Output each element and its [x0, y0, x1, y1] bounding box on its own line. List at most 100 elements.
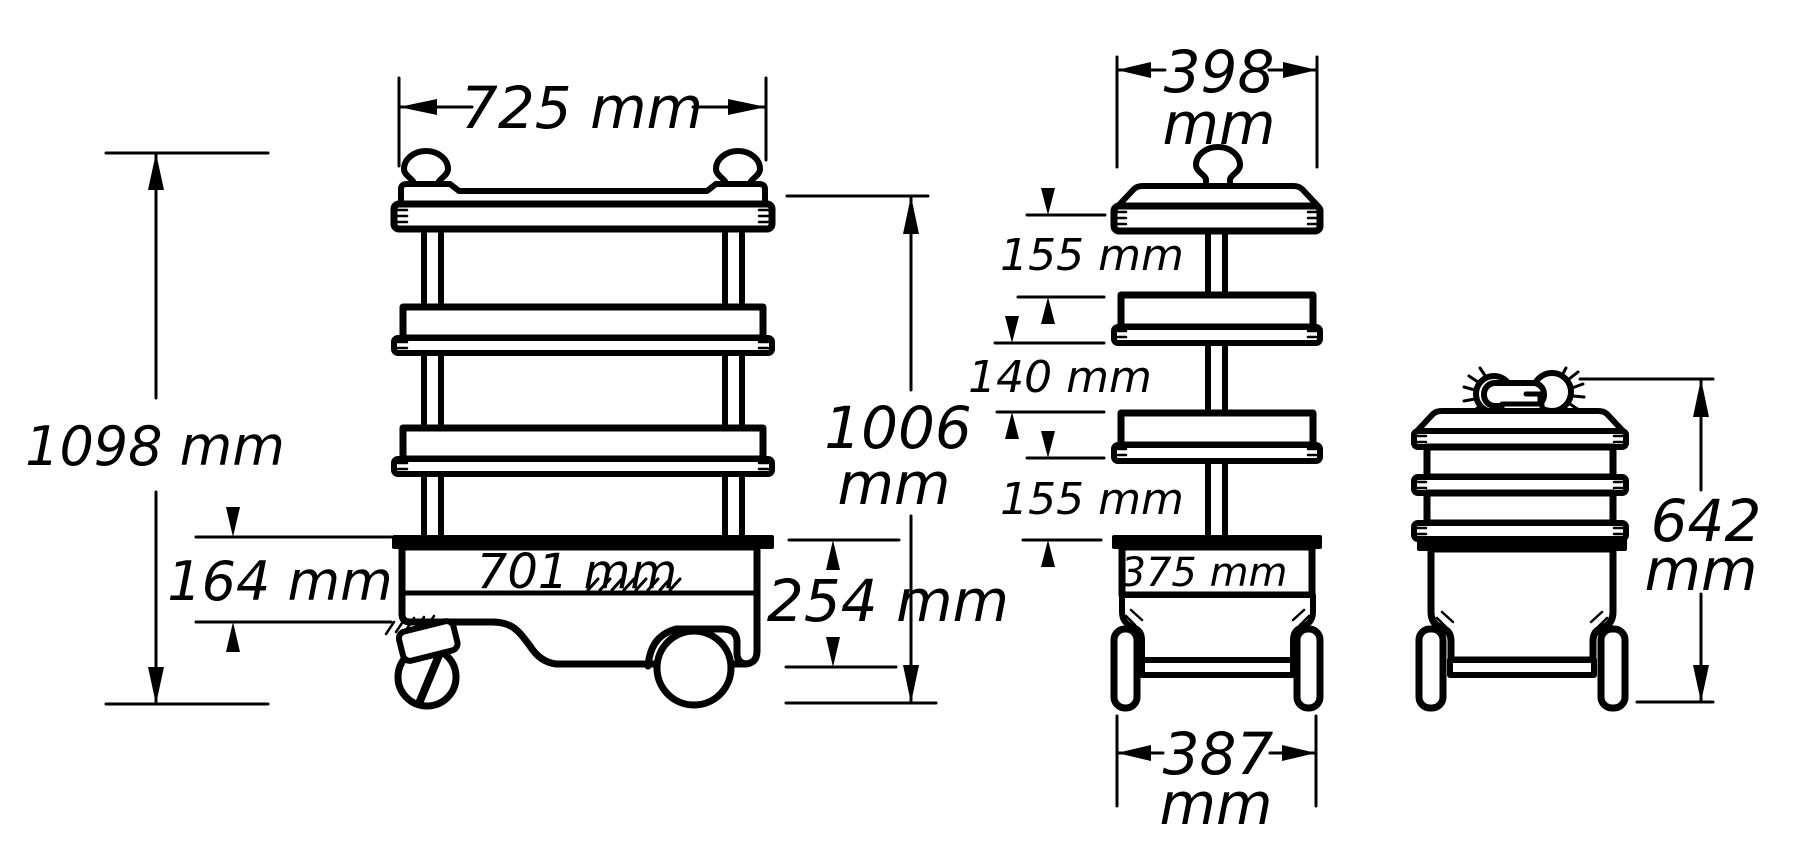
folded-view: 642 mm: [1411, 366, 1762, 712]
folded-right-wheel: [1597, 625, 1629, 712]
caster-plate: [395, 618, 461, 664]
dim-label-base-inner-width: 701 mm: [477, 544, 677, 600]
front-wheel-fender: [644, 625, 750, 670]
folded-tray-3: [1411, 520, 1629, 542]
tray-serration-marks: [1416, 480, 1624, 490]
side-top-plate: [1115, 183, 1321, 209]
corner-hatch-marks: [1124, 608, 1311, 627]
dim-label-top-width: 725 mm: [461, 74, 703, 142]
arrow-right-icon: [1283, 62, 1317, 78]
front-shelf2-box: [399, 303, 767, 342]
knob-icon: [1193, 144, 1243, 189]
arrow-up-icon: [903, 196, 919, 234]
tray-serration-marks: [1116, 447, 1318, 457]
dim-label-gap-bottom: 155 mm: [1000, 474, 1184, 525]
folded-axle-rail: [1447, 657, 1597, 678]
dim-label-base-section-height: 254 mm: [767, 567, 1009, 635]
dim-label-base-height: 164 mm: [167, 550, 392, 613]
folded-left-wheel: [1415, 625, 1447, 712]
base-tread-hatch: [586, 577, 682, 592]
tray-serration-marks: [396, 340, 770, 350]
side-right-wheel: [1293, 625, 1324, 712]
front-shelf3-tray: [391, 456, 775, 477]
arrow-up-icon: [148, 153, 164, 190]
front-view: 701 mm 725 mm 1098 mm: [25, 74, 1009, 710]
dim-label-shelf-top-height-value: 1006: [824, 394, 972, 462]
dim-shelf-top-height-1006: 1006 mm: [784, 194, 972, 705]
front-top-tray: [390, 200, 776, 233]
tray-serration-marks: [396, 461, 770, 471]
arrow-up-icon: [226, 622, 240, 652]
tray-serration-marks: [1116, 210, 1318, 226]
dim-label-gap-top: 155 mm: [1000, 230, 1184, 281]
arrow-left-icon: [1117, 745, 1151, 761]
dim-side-bottom-width-387: 387 mm: [1115, 714, 1318, 838]
arrow-up-icon: [1041, 540, 1055, 567]
side-view: 375 mm 398 mm 155 mm 140 mm: [968, 38, 1324, 838]
dim-base-section-254: 254 mm: [767, 538, 1009, 669]
dim-label-shelf-top-height-unit: mm: [838, 450, 951, 518]
front-right-post: [722, 226, 745, 544]
side-axle-rail: [1139, 657, 1296, 678]
dim-shelf-gaps: 155 mm 140 mm 155 mm: [968, 188, 1184, 567]
dim-label-gap-middle: 140 mm: [968, 352, 1152, 403]
side-shelf3-tray: [1111, 442, 1323, 464]
side-base-lower: [1119, 592, 1316, 663]
front-shelf2-tray: [391, 335, 775, 356]
dim-overall-height-1098: 1098 mm: [25, 151, 285, 706]
dim-label-folded-height-unit: mm: [1645, 536, 1758, 604]
side-base-box: [1118, 543, 1316, 599]
dim-label-base-inner-depth: 375 mm: [1121, 550, 1288, 596]
folded-base-body: [1427, 545, 1617, 664]
arrow-up-icon: [1693, 379, 1709, 417]
dim-label-side-bottom-width-unit: mm: [1160, 770, 1273, 838]
tray-serration-marks: [396, 208, 770, 224]
dim-label-side-top-width-value: 398: [1164, 38, 1275, 106]
folded-box-2: [1423, 489, 1617, 527]
tray-serration-marks: [1416, 434, 1624, 444]
side-top-tray: [1110, 202, 1324, 235]
side-left-wheel: [1110, 625, 1141, 712]
side-shelf2-box: [1117, 291, 1317, 331]
dim-label-folded-height-value: 642: [1651, 487, 1762, 555]
arrow-down-icon: [148, 667, 164, 704]
arrow-up-icon: [826, 540, 840, 570]
arrow-down-icon: [1041, 431, 1055, 458]
front-shelf3-box: [399, 424, 767, 463]
knob-right-icon: [713, 148, 763, 193]
arrow-left-icon: [399, 99, 437, 115]
folded-box-1: [1423, 443, 1617, 481]
arrow-down-icon: [826, 637, 840, 667]
corner-hatch-marks: [1435, 610, 1609, 629]
front-top-plate: [398, 181, 768, 207]
handle-notch: [1523, 391, 1543, 407]
dim-base-height-164: 164 mm: [167, 507, 393, 652]
dim-folded-height-642: 642 mm: [1578, 377, 1762, 704]
caster-bracket: [395, 618, 461, 664]
dim-label-side-bottom-width-value: 387: [1163, 720, 1274, 788]
arrow-up-icon: [1005, 412, 1019, 439]
arrow-down-icon: [1693, 665, 1709, 702]
front-left-post: [421, 226, 444, 544]
knob-left-icon: [401, 148, 451, 193]
arrow-right-icon: [728, 99, 766, 115]
arrow-down-icon: [226, 507, 240, 537]
arrow-right-icon: [1282, 745, 1316, 761]
caster-hatch-marks: [384, 614, 436, 636]
tray-serration-marks: [1416, 526, 1624, 536]
side-shelf3-box: [1117, 409, 1317, 449]
front-fixed-wheel: [653, 627, 735, 709]
side-shelf2-tray: [1111, 324, 1323, 346]
arrow-down-icon: [1041, 188, 1055, 215]
dim-label-overall-height: 1098 mm: [25, 415, 285, 478]
dim-top-width-725: 725 mm: [397, 74, 768, 168]
arrow-down-icon: [1005, 316, 1019, 343]
arrow-left-icon: [1117, 62, 1151, 78]
arrow-down-icon: [903, 665, 919, 703]
dim-side-top-width-398: 398 mm: [1115, 38, 1319, 169]
side-post: [1205, 228, 1228, 542]
folded-lid: [1414, 408, 1626, 434]
dim-label-side-top-width-unit: mm: [1163, 90, 1276, 158]
